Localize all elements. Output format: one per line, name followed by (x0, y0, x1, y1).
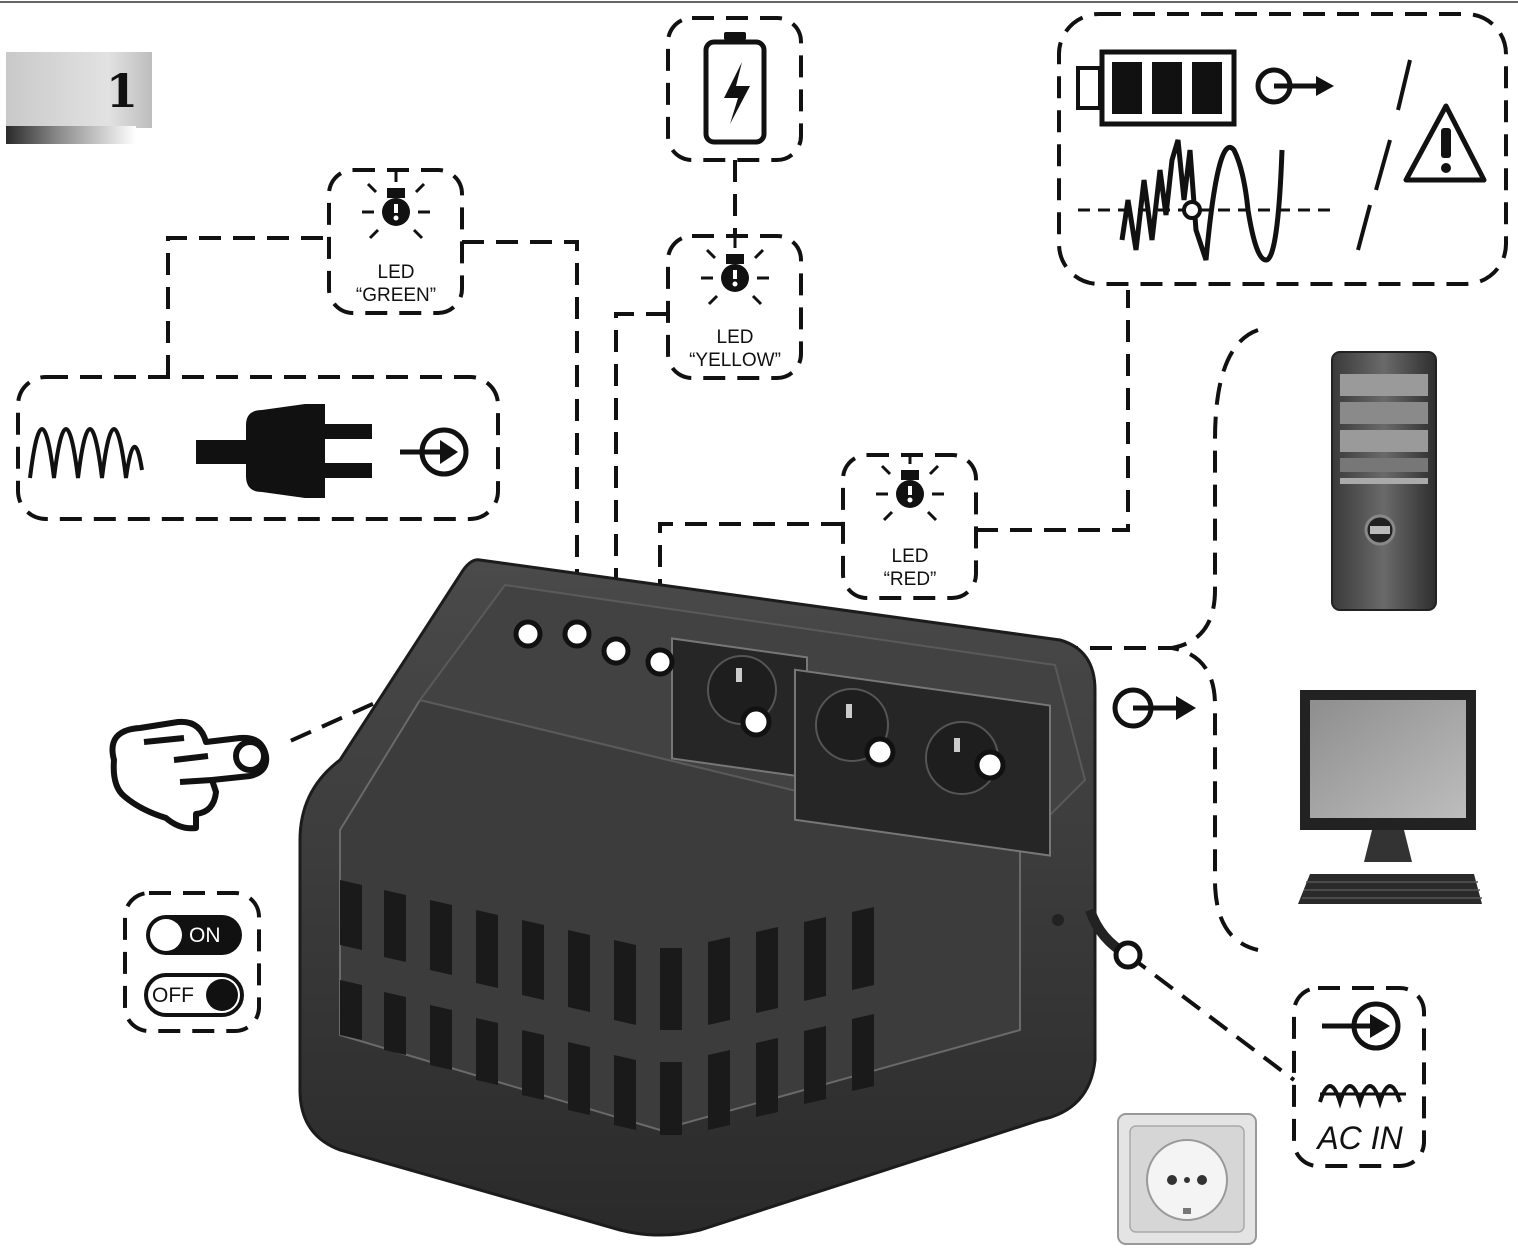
led-red-label: LED “RED” (850, 547, 970, 589)
switch-frame (123, 891, 261, 1033)
ac-sine-wave-icon (28, 427, 144, 479)
warning-triangle-icon (1403, 103, 1487, 183)
led-green-frame (327, 168, 464, 315)
power-plug-icon (196, 404, 372, 498)
battery-mode-frame (1057, 12, 1508, 286)
led-red-line1: LED (891, 546, 929, 567)
battery-output-arrow-icon (1255, 67, 1334, 105)
led-green-line1: LED (377, 262, 415, 283)
switch-on-label: ON (189, 924, 221, 947)
step-number: 1 (105, 64, 138, 118)
battery-frame (666, 16, 803, 162)
ac-in-output-arrow-icon (1322, 1001, 1401, 1051)
wall-socket-icon (1117, 1113, 1257, 1245)
output-arrow-icon (400, 427, 469, 477)
led-green-label: LED “GREEN” (336, 263, 456, 305)
ac-input-frame (16, 375, 500, 521)
led-green-line2: “GREEN” (355, 285, 437, 306)
led-yellow-line1: LED (716, 327, 754, 348)
switch-on-icon (146, 915, 242, 955)
step-number-badge: 1 (6, 52, 152, 128)
led-yellow-bulb-icon (699, 236, 771, 306)
charging-battery-icon (703, 32, 767, 145)
led-yellow-line2: “YELLOW” (689, 350, 781, 371)
ac-in-label: AC IN (1317, 1120, 1403, 1156)
led-green-bulb-icon (360, 170, 432, 240)
callout-dots (513, 619, 1143, 970)
ac-wave-icon (1318, 1084, 1402, 1109)
switch-off-label: OFF (152, 984, 194, 1007)
full-battery-icon (1076, 49, 1237, 127)
device-output-arrow-icon (1112, 687, 1196, 729)
switch-off-icon (144, 973, 244, 1017)
pc-tower-icon (1331, 351, 1437, 611)
pointing-hand-icon (109, 718, 270, 832)
ac-in-frame (1292, 986, 1426, 1168)
led-red-bulb-icon (874, 452, 946, 522)
step-gradient-bar (6, 126, 136, 144)
monitor-icon (1298, 690, 1482, 904)
ups-device (298, 558, 1131, 1237)
unstable-wave-icon (1119, 139, 1285, 263)
led-red-line2: “RED” (883, 569, 937, 590)
led-yellow-label: LED “YELLOW” (670, 328, 800, 370)
